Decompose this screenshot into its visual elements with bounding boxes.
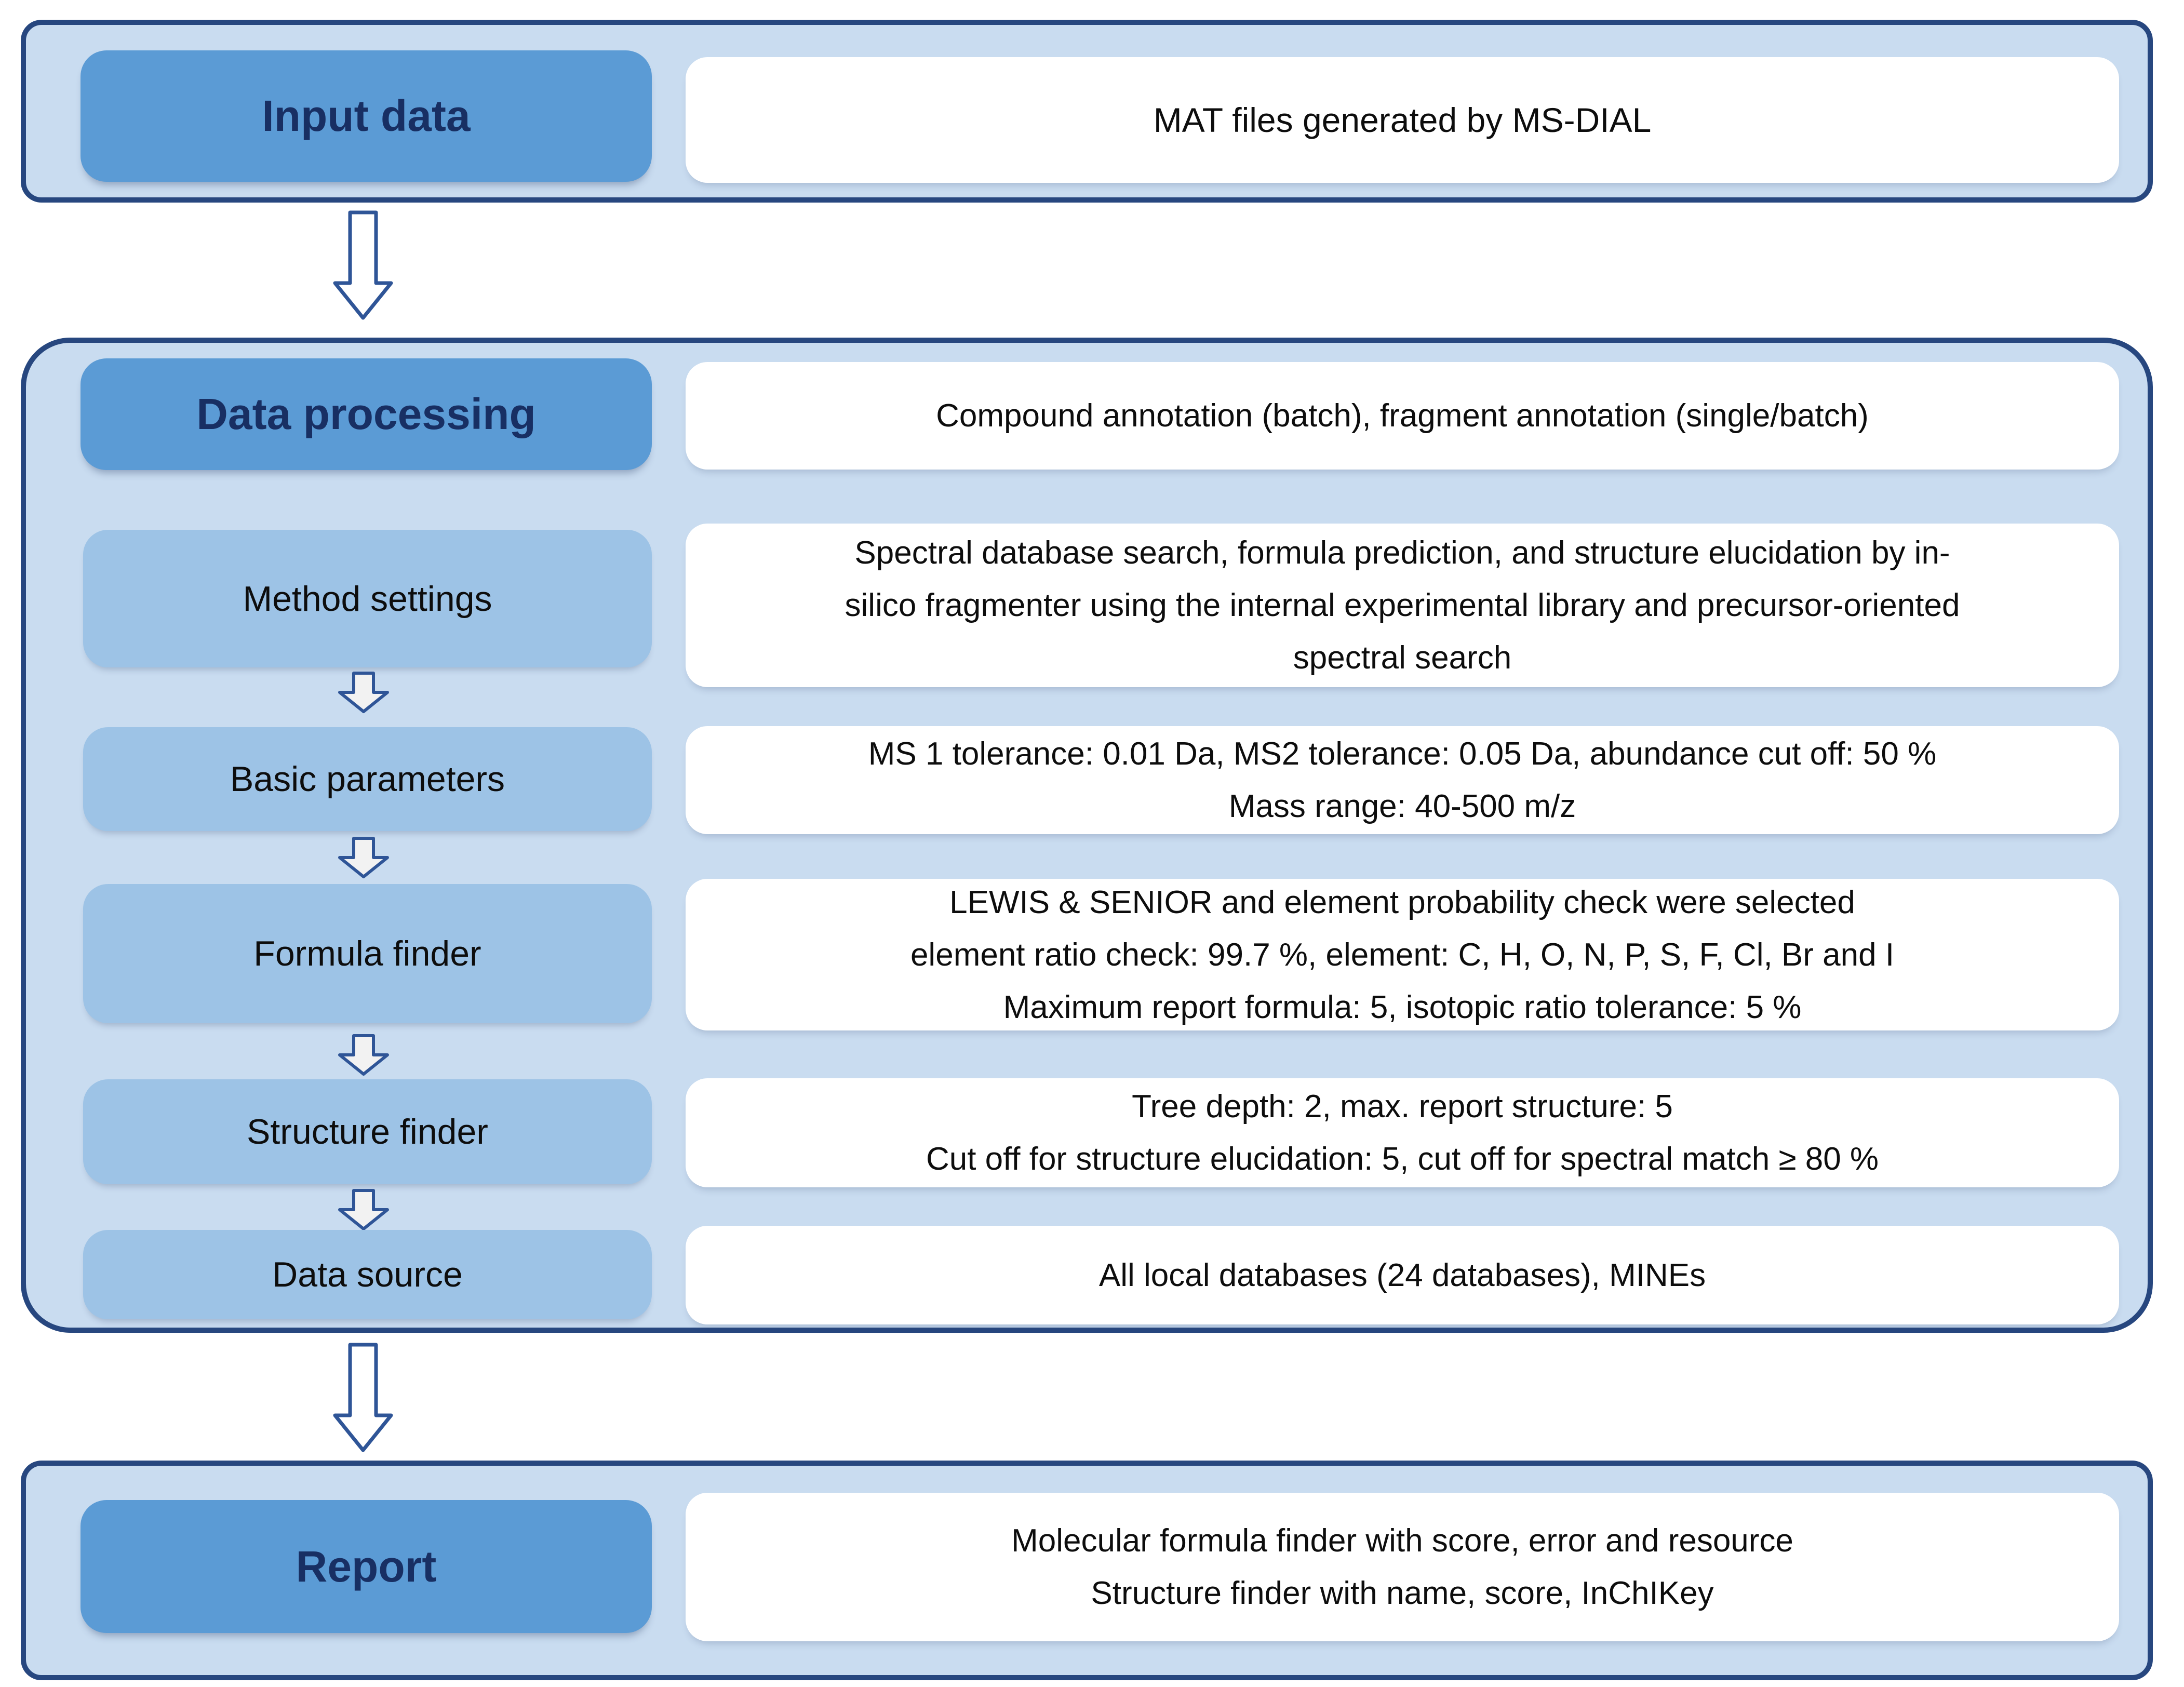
method-settings-line-1: Spectral database search, formula predic… [854, 535, 1950, 571]
structure-finder-label: Structure finder [247, 1112, 488, 1152]
data-processing-content-text: Compound annotation (batch), fragment an… [936, 398, 1869, 434]
down-arrow-icon [338, 1189, 389, 1230]
input-data-header-box: Input data [81, 50, 652, 182]
structure-finder-line-2: Cut off for structure elucidation: 5, cu… [926, 1141, 1879, 1177]
basic-parameters-content-box: MS 1 tolerance: 0.01 Da, MS2 tolerance: … [686, 726, 2119, 834]
basic-parameters-label: Basic parameters [230, 759, 505, 799]
down-arrow-icon [338, 837, 389, 878]
data-source-line-1: All local databases (24 databases), MINE… [1098, 1257, 1706, 1293]
data-source-content-box: All local databases (24 databases), MINE… [686, 1226, 2119, 1324]
input-data-title: Input data [262, 91, 471, 140]
structure-finder-line-1: Tree depth: 2, max. report structure: 5 [1132, 1089, 1673, 1124]
down-arrow-icon [333, 1343, 393, 1452]
down-arrow-icon [333, 210, 393, 320]
data-processing-content-box: Compound annotation (batch), fragment an… [686, 362, 2119, 470]
basic-parameters-line-2: Mass range: 40-500 m/z [1228, 788, 1576, 824]
report-header-box: Report [81, 1500, 652, 1633]
formula-finder-line-2: element ratio check: 99.7 %, element: C,… [910, 936, 1895, 973]
method-settings-content-box: Spectral database search, formula predic… [686, 524, 2119, 687]
formula-finder-label-box: Formula finder [83, 884, 652, 1023]
basic-parameters-label-box: Basic parameters [83, 727, 652, 831]
method-settings-label: Method settings [243, 579, 492, 619]
method-settings-label-box: Method settings [83, 530, 652, 667]
down-arrow-icon [338, 672, 389, 713]
method-settings-line-3: spectral search [1293, 640, 1512, 676]
structure-finder-content-box: Tree depth: 2, max. report structure: 5 … [686, 1078, 2119, 1187]
data-source-label: Data source [272, 1255, 463, 1294]
formula-finder-content-box: LEWIS & SENIOR and element probability c… [686, 879, 2119, 1030]
method-settings-line-2: silico fragmenter using the internal exp… [845, 587, 1960, 623]
basic-parameters-line-1: MS 1 tolerance: 0.01 Da, MS2 tolerance: … [868, 736, 1937, 772]
report-title: Report [296, 1542, 437, 1591]
formula-finder-label: Formula finder [253, 934, 481, 973]
data-source-label-box: Data source [83, 1230, 652, 1319]
report-line-2: Structure finder with name, score, InChI… [1091, 1575, 1714, 1611]
data-processing-header-box: Data processing [81, 358, 652, 470]
report-content-box: Molecular formula finder with score, err… [686, 1493, 2119, 1641]
structure-finder-label-box: Structure finder [83, 1079, 652, 1184]
formula-finder-line-1: LEWIS & SENIOR and element probability c… [949, 884, 1855, 920]
formula-finder-line-3: Maximum report formula: 5, isotopic rati… [1003, 989, 1802, 1025]
input-data-content-text: MAT files generated by MS-DIAL [1153, 100, 1652, 139]
input-data-content-box: MAT files generated by MS-DIAL [686, 57, 2119, 183]
report-line-1: Molecular formula finder with score, err… [1011, 1523, 1793, 1559]
data-processing-title: Data processing [196, 390, 536, 438]
down-arrow-icon [338, 1034, 389, 1076]
